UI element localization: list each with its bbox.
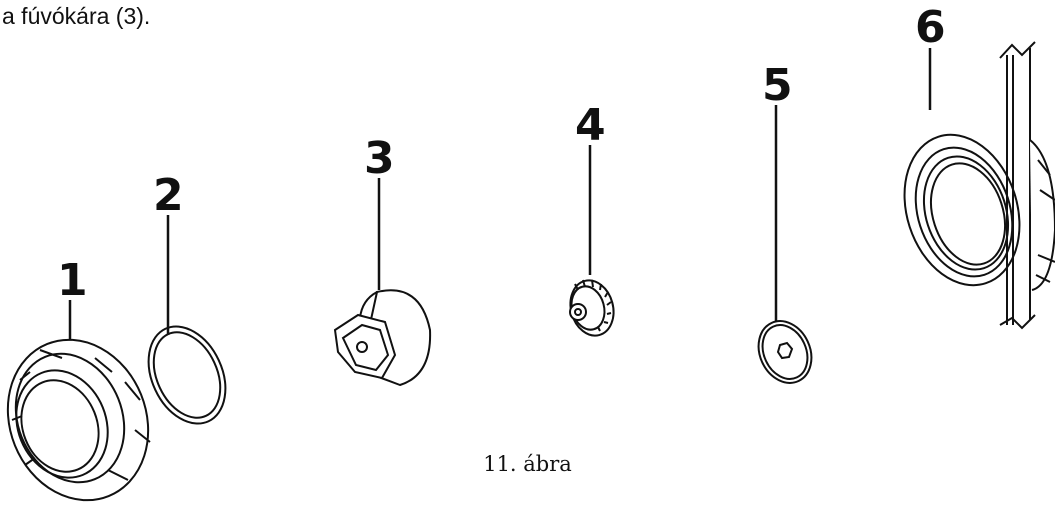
part-4-gear (569, 279, 615, 337)
wall-panel (999, 41, 1055, 330)
figure-caption: 11. ábra (483, 452, 572, 476)
part-1-front-bezel (6, 338, 151, 502)
callout-5: 5 (762, 60, 793, 111)
part-5-washer (757, 320, 813, 384)
callout-4: 4 (575, 100, 606, 151)
callout-6: 6 (915, 2, 946, 53)
callout-2: 2 (153, 170, 184, 221)
callout-3: 3 (364, 133, 395, 184)
callout-1: 1 (57, 255, 88, 306)
part-3-nozzle (333, 289, 432, 387)
part-6-mounting-flange (903, 133, 1021, 287)
part-2-o-ring (147, 325, 227, 425)
intro-text: a fúvókára (3). (2, 3, 151, 29)
